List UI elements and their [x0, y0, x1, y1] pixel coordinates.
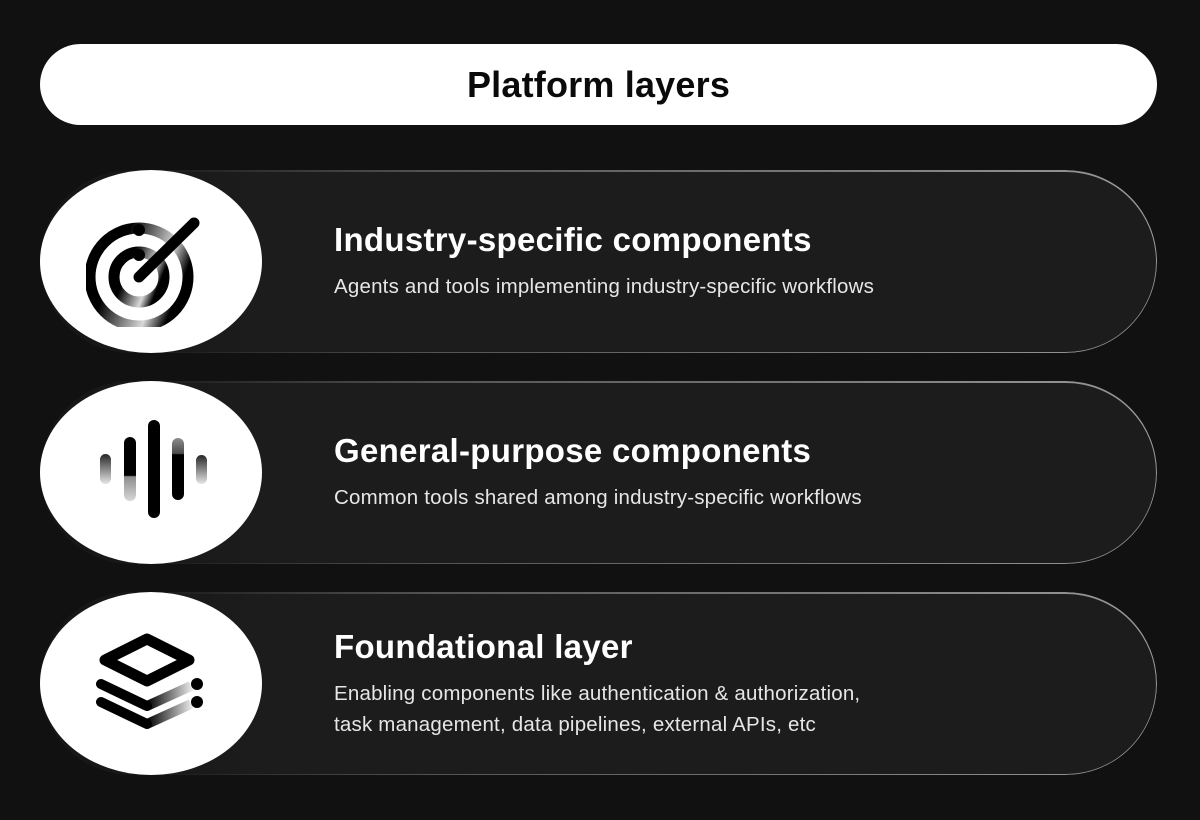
layer-general-purpose: General-purpose components Common tools …	[40, 381, 1157, 564]
icon-circle	[40, 592, 262, 775]
icon-circle	[40, 170, 262, 353]
target-icon	[86, 217, 200, 327]
layer-description-line-1: Enabling components like authentication …	[334, 681, 861, 705]
layer-title: Industry-specific components	[334, 221, 812, 258]
layer-text: Industry-specific components Agents and …	[334, 170, 874, 353]
icon-circle	[40, 381, 262, 564]
layer-description: Agents and tools implementing industry-s…	[334, 275, 875, 298]
layer-industry-specific: Industry-specific components Agents and …	[40, 170, 1157, 353]
layer-description: Common tools shared among industry-speci…	[334, 486, 862, 509]
layer-title: General-purpose components	[334, 432, 812, 469]
layer-text: General-purpose components Common tools …	[334, 381, 862, 564]
title-pill: Platform layers	[40, 44, 1157, 125]
page-title: Platform layers	[466, 63, 731, 105]
layer-foundational: Foundational layer Enabling components l…	[40, 592, 1157, 775]
layers-stack-icon	[96, 633, 203, 729]
layer-text: Foundational layer Enabling components l…	[334, 592, 860, 775]
layer-title: Foundational layer	[334, 627, 633, 665]
layer-description-line-2: task management, data pipelines, externa…	[334, 712, 816, 736]
sound-wave-icon	[100, 419, 207, 518]
